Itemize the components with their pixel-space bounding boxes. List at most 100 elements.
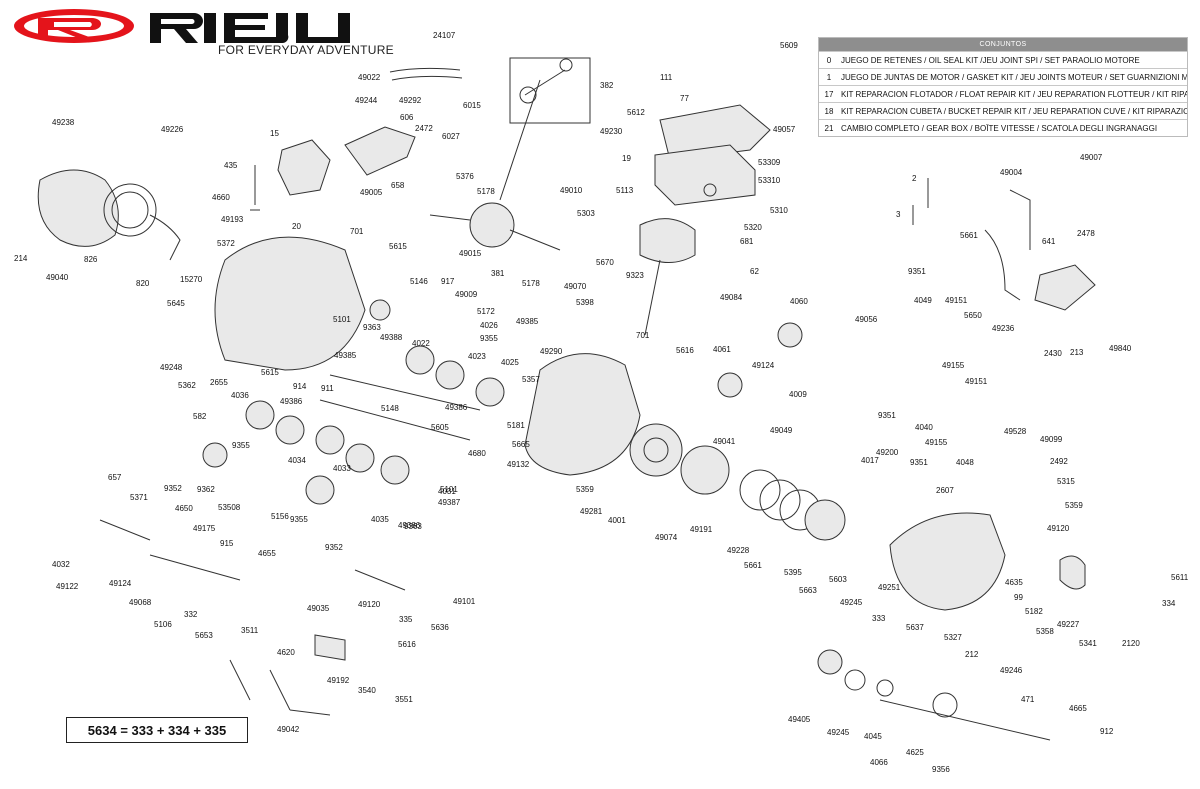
- part-number-label: 49151: [965, 377, 988, 386]
- sets-table-row: 18 KIT REPARACION CUBETA / BUCKET REPAIR…: [819, 102, 1187, 119]
- part-number-label: 701: [350, 227, 364, 236]
- part-number-label: 5398: [576, 298, 594, 307]
- part-number-label: 49005: [360, 188, 383, 197]
- part-number-label: 49070: [564, 282, 587, 291]
- part-number-label: 49056: [855, 315, 878, 324]
- part-number-label: 49281: [580, 507, 603, 516]
- part-number-label: 5156: [271, 512, 289, 521]
- part-number-label: 5665: [512, 440, 530, 449]
- part-number-label: 5376: [456, 172, 474, 181]
- sets-table-header: CONJUNTOS: [819, 38, 1187, 51]
- part-number-label: 15: [270, 129, 279, 138]
- part-number-label: 9355: [480, 334, 498, 343]
- part-number-label: 5371: [130, 493, 148, 502]
- part-number-label: 5637: [906, 623, 924, 632]
- part-number-label: 4655: [258, 549, 276, 558]
- part-number-label: 49155: [942, 361, 965, 370]
- part-number-label: 5609: [780, 41, 798, 50]
- part-number-label: 49151: [945, 296, 968, 305]
- part-number-label: 49041: [713, 437, 736, 446]
- part-number-label: 49245: [827, 728, 850, 737]
- part-number-label: 9356: [932, 765, 950, 774]
- part-number-label: 5182: [1025, 607, 1043, 616]
- part-number-label: 5615: [389, 242, 407, 251]
- part-number-label: 4045: [864, 732, 882, 741]
- part-number-label: 5605: [431, 423, 449, 432]
- part-number-label: 49386: [398, 521, 421, 530]
- part-number-label: 3: [896, 210, 901, 219]
- part-number-label: 5615: [261, 368, 279, 377]
- part-number-label: 5101: [333, 315, 351, 324]
- part-number-label: 49120: [1047, 524, 1070, 533]
- part-number-label: 5636: [431, 623, 449, 632]
- part-number-label: 214: [14, 254, 28, 263]
- part-number-label: 111: [660, 73, 673, 82]
- part-number-label: 5661: [960, 231, 978, 240]
- part-number-label: 471: [1021, 695, 1035, 704]
- part-number-label: 5320: [744, 223, 762, 232]
- sets-row-number: 1: [826, 72, 832, 82]
- part-number-label: 49236: [992, 324, 1015, 333]
- sets-row-number: 17: [824, 89, 834, 99]
- part-number-label: 9363: [363, 323, 381, 332]
- part-number-label: 49101: [453, 597, 476, 606]
- part-number-label: 332: [184, 610, 198, 619]
- part-number-label: 4040: [915, 423, 933, 432]
- part-number-label: 49068: [129, 598, 152, 607]
- part-number-label: 9355: [232, 441, 250, 450]
- part-number-label: 914: [293, 382, 307, 391]
- brand-tagline: FOR EVERYDAY ADVENTURE: [218, 43, 394, 57]
- part-number-label: 5359: [1065, 501, 1083, 510]
- part-number-label: 49290: [540, 347, 563, 356]
- sets-table-row: 21 CAMBIO COMPLETO / GEAR BOX / BOÎTE VI…: [819, 119, 1187, 136]
- part-number-label: 5650: [964, 311, 982, 320]
- part-number-label: 4022: [412, 339, 430, 348]
- part-number-label: 49385: [334, 351, 357, 360]
- part-number-label: 5303: [577, 209, 595, 218]
- part-number-label: 4031: [438, 487, 456, 496]
- part-number-label: 4650: [175, 504, 193, 513]
- part-number-label: 2472: [415, 124, 433, 133]
- part-number-label: 49840: [1109, 344, 1132, 353]
- part-shapes: [37, 57, 1096, 741]
- part-number-label: 49155: [925, 438, 948, 447]
- part-number-label: 5359: [576, 485, 594, 494]
- part-number-label: 9355: [290, 515, 308, 524]
- part-number-label: 49022: [358, 73, 381, 82]
- part-number-label: 49192: [327, 676, 350, 685]
- part-number-label: 334: [1162, 599, 1176, 608]
- sets-row-description: CAMBIO COMPLETO / GEAR BOX / BOÎTE VITES…: [841, 123, 1158, 133]
- sets-table-row: 0 JUEGO DE RETENES / OIL SEAL KIT /JEU J…: [819, 51, 1187, 68]
- part-number-label: 5611: [1171, 573, 1189, 582]
- part-number-label: 49244: [355, 96, 378, 105]
- part-number-label: 212: [965, 650, 979, 659]
- part-number-label: 49251: [878, 583, 901, 592]
- part-number-label: 62: [750, 267, 759, 276]
- part-number-label: 49191: [690, 525, 713, 534]
- part-number-label: 4001: [608, 516, 626, 525]
- part-number-label: 5172: [477, 307, 495, 316]
- part-number-label: 4023: [468, 352, 486, 361]
- part-number-label: 49175: [193, 524, 216, 533]
- part-number-label: 49049: [770, 426, 793, 435]
- part-number-label: 49099: [1040, 435, 1063, 444]
- part-number-label: 49388: [380, 333, 403, 342]
- part-number-label: 2120: [1122, 639, 1140, 648]
- sets-row-number: 18: [824, 106, 834, 116]
- part-number-label: 2492: [1050, 457, 1068, 466]
- part-number-label: 381: [491, 269, 505, 278]
- part-number-label: 49007: [1080, 153, 1103, 162]
- part-number-label: 5616: [676, 346, 694, 355]
- part-number-label: 658: [391, 181, 405, 190]
- part-number-label: 333: [872, 614, 886, 623]
- part-number-label: 5357: [522, 375, 540, 384]
- sets-table-row: 17 KIT REPARACION FLOTADOR / FLOAT REPAI…: [819, 85, 1187, 102]
- part-number-label: 701: [636, 331, 650, 340]
- part-number-label: 77: [680, 94, 689, 103]
- rieju-logo-graphic: [14, 9, 350, 44]
- part-number-label: 4025: [501, 358, 519, 367]
- part-number-label: 912: [1100, 727, 1114, 736]
- part-number-label: 49193: [221, 215, 244, 224]
- part-number-label: 15270: [180, 275, 203, 284]
